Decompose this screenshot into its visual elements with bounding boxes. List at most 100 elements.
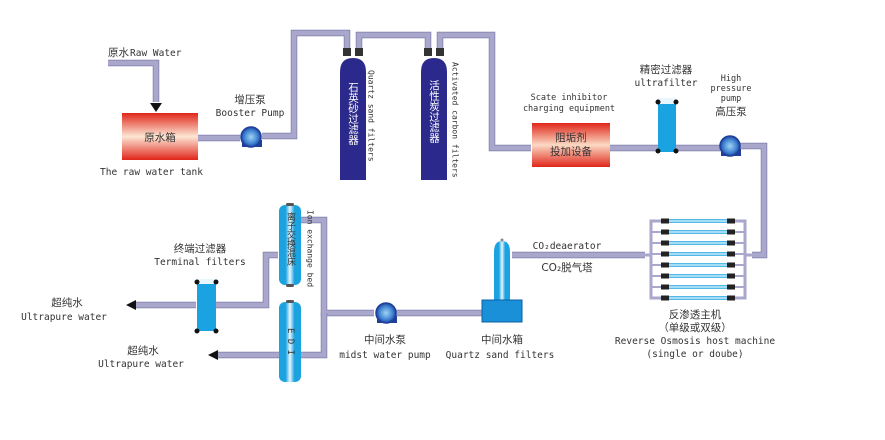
carbon-port-left bbox=[424, 48, 432, 56]
inhibitor-label-cn-2: 投加设备 bbox=[550, 145, 592, 158]
quartz-port-right bbox=[355, 48, 363, 56]
pipe-hppump-ro bbox=[740, 143, 767, 258]
high-pressure-pump bbox=[719, 135, 741, 157]
ro-tube-cap-left bbox=[661, 240, 669, 246]
ultrafilter-body bbox=[658, 104, 676, 152]
ro-tube-cap-right bbox=[727, 251, 735, 257]
inhibitor-label-en-1: Scate inhibitor bbox=[531, 93, 608, 103]
ro-tube-cap-right bbox=[727, 295, 735, 301]
hp-pump-label-en-1: High bbox=[721, 74, 741, 84]
ro-tube-cap-right bbox=[727, 284, 735, 290]
ro-label-en-2: (single or doube) bbox=[646, 349, 743, 360]
midst-pump-label-en: midst water pump bbox=[339, 350, 431, 361]
quartz-sand-filter bbox=[340, 48, 366, 180]
ro-tube-cap-left bbox=[661, 284, 669, 290]
ultrafilter-bolt bbox=[673, 148, 679, 154]
terminal-filter-cap bbox=[197, 279, 216, 284]
carbon-port-right bbox=[436, 48, 444, 56]
midst-tank-label-cn: 中间水箱 bbox=[481, 333, 523, 346]
ro-tube-cap-left bbox=[661, 229, 669, 235]
co2-deaerator bbox=[494, 238, 510, 300]
midst-tank-label-en: Quartz sand filters bbox=[446, 350, 555, 361]
hp-pump-label-cn: 高压泵 bbox=[715, 105, 747, 118]
edi-label: E D I bbox=[285, 328, 295, 355]
ro-membrane-tube bbox=[668, 219, 728, 223]
booster-pump-label-cn: 增压泵 bbox=[234, 93, 266, 106]
edi-vessel bbox=[279, 302, 301, 382]
inhibitor-label-en-2: charging equipment bbox=[523, 104, 615, 114]
ro-tube-cap-right bbox=[727, 229, 735, 235]
carbon-filter-label-cn: 活性炭过滤器 bbox=[428, 80, 440, 144]
pipe-carbon-inhibitor bbox=[437, 32, 531, 151]
ro-tube-cap-right bbox=[727, 273, 735, 279]
raw-water-label-en: Raw Water bbox=[130, 48, 182, 59]
ultrapure-out-1-label-cn: 超纯水 bbox=[51, 296, 83, 309]
scale-inhibitor-equipment: 阻垢剂 投加设备 bbox=[532, 123, 610, 167]
ultrafilter-bolt bbox=[673, 99, 679, 105]
hp-pump-label-en-3: pump bbox=[721, 94, 741, 104]
edi-cap bbox=[286, 300, 294, 303]
pump-icon bbox=[375, 302, 397, 324]
deaerator-label-cn: CO₂脱气塔 bbox=[541, 261, 593, 274]
ultrafilter-label-en: ultrafilter bbox=[635, 78, 698, 89]
pipe-quartz-carbon bbox=[356, 32, 431, 50]
inhibitor-label-cn-1: 阻垢剂 bbox=[555, 131, 587, 144]
carbon-filter-label-en: Activated carbon filters bbox=[451, 62, 460, 178]
terminal-filter-bolt bbox=[194, 279, 200, 285]
ultrafilter bbox=[655, 98, 679, 154]
ro-tube-cap-right bbox=[727, 262, 735, 268]
ultrapure-out-2-label-cn: 超纯水 bbox=[127, 344, 159, 357]
quartz-filter-label-cn: 石英砂过滤器 bbox=[347, 82, 359, 146]
arrow-out-1-icon bbox=[126, 300, 136, 310]
activated-carbon-filter bbox=[421, 48, 447, 180]
ro-membrane-tube bbox=[668, 296, 728, 300]
ultrafilter-bolt bbox=[655, 148, 661, 154]
reverse-osmosis-machine bbox=[645, 218, 752, 301]
ro-tube-cap-right bbox=[727, 240, 735, 246]
pipe-ionbed-terminal bbox=[216, 252, 278, 308]
ultrafilter-cap bbox=[658, 98, 676, 104]
pipe-edi-out-edge bbox=[218, 313, 328, 359]
terminal-filter-bolt bbox=[213, 328, 219, 334]
ultrapure-out-2-label-en: Ultrapure water bbox=[98, 359, 184, 370]
ro-tube-cap-left bbox=[661, 218, 669, 224]
ro-tube-cap-left bbox=[661, 262, 669, 268]
pipe-midpump-ionbed bbox=[300, 217, 374, 316]
raw-water-label-cn: 原水 bbox=[108, 47, 129, 59]
edi-module bbox=[279, 300, 301, 382]
ultrafilter-label-cn: 精密过滤器 bbox=[640, 63, 693, 76]
raw-water-tank-label-en: The raw water tank bbox=[100, 167, 203, 178]
pump-icon bbox=[719, 135, 741, 157]
ro-membrane-tube bbox=[668, 252, 728, 256]
pump-icon bbox=[240, 126, 262, 148]
ro-label-en-1: Reverse Osmosis host machine bbox=[615, 336, 775, 347]
ultrafilter-bolt bbox=[655, 99, 661, 105]
arrow-out-2-icon bbox=[208, 350, 218, 360]
terminal-filter-label-cn: 终端过滤器 bbox=[174, 242, 227, 255]
ultrapure-out-1-label-en: Ultrapure water bbox=[21, 312, 107, 323]
ro-label-cn-1: 反渗透主机 bbox=[669, 308, 722, 321]
pipe-raw-inlet bbox=[108, 60, 159, 102]
pipe-pump-quartz-edge bbox=[262, 29, 351, 140]
ro-tube-cap-left bbox=[661, 295, 669, 301]
ion-bed-cap bbox=[286, 203, 294, 206]
inhibitor-body bbox=[532, 123, 610, 167]
ion-bed-cap bbox=[286, 284, 294, 287]
ion-bed-label-cn: 离子交换混床 bbox=[285, 211, 296, 267]
terminal-filter-label-en: Terminal filters bbox=[154, 257, 246, 268]
quartz-filter-label-en: Quartz sand filters bbox=[367, 70, 376, 162]
pipe-edi-out bbox=[218, 313, 327, 358]
ro-membrane-tube bbox=[668, 274, 728, 278]
raw-water-tank: 原水箱 bbox=[122, 113, 198, 160]
terminal-filter-bolt bbox=[194, 328, 200, 334]
ro-membrane-tube bbox=[668, 241, 728, 245]
terminal-filter bbox=[194, 279, 219, 334]
hp-pump-label-en-2: pressure bbox=[711, 84, 752, 94]
midst-pump-label-cn: 中间水泵 bbox=[364, 333, 406, 346]
terminal-filter-bolt bbox=[213, 279, 219, 285]
ro-tube-cap-left bbox=[661, 273, 669, 279]
raw-water-tank-label-cn: 原水箱 bbox=[144, 131, 176, 144]
deaerator-vent bbox=[500, 238, 504, 242]
